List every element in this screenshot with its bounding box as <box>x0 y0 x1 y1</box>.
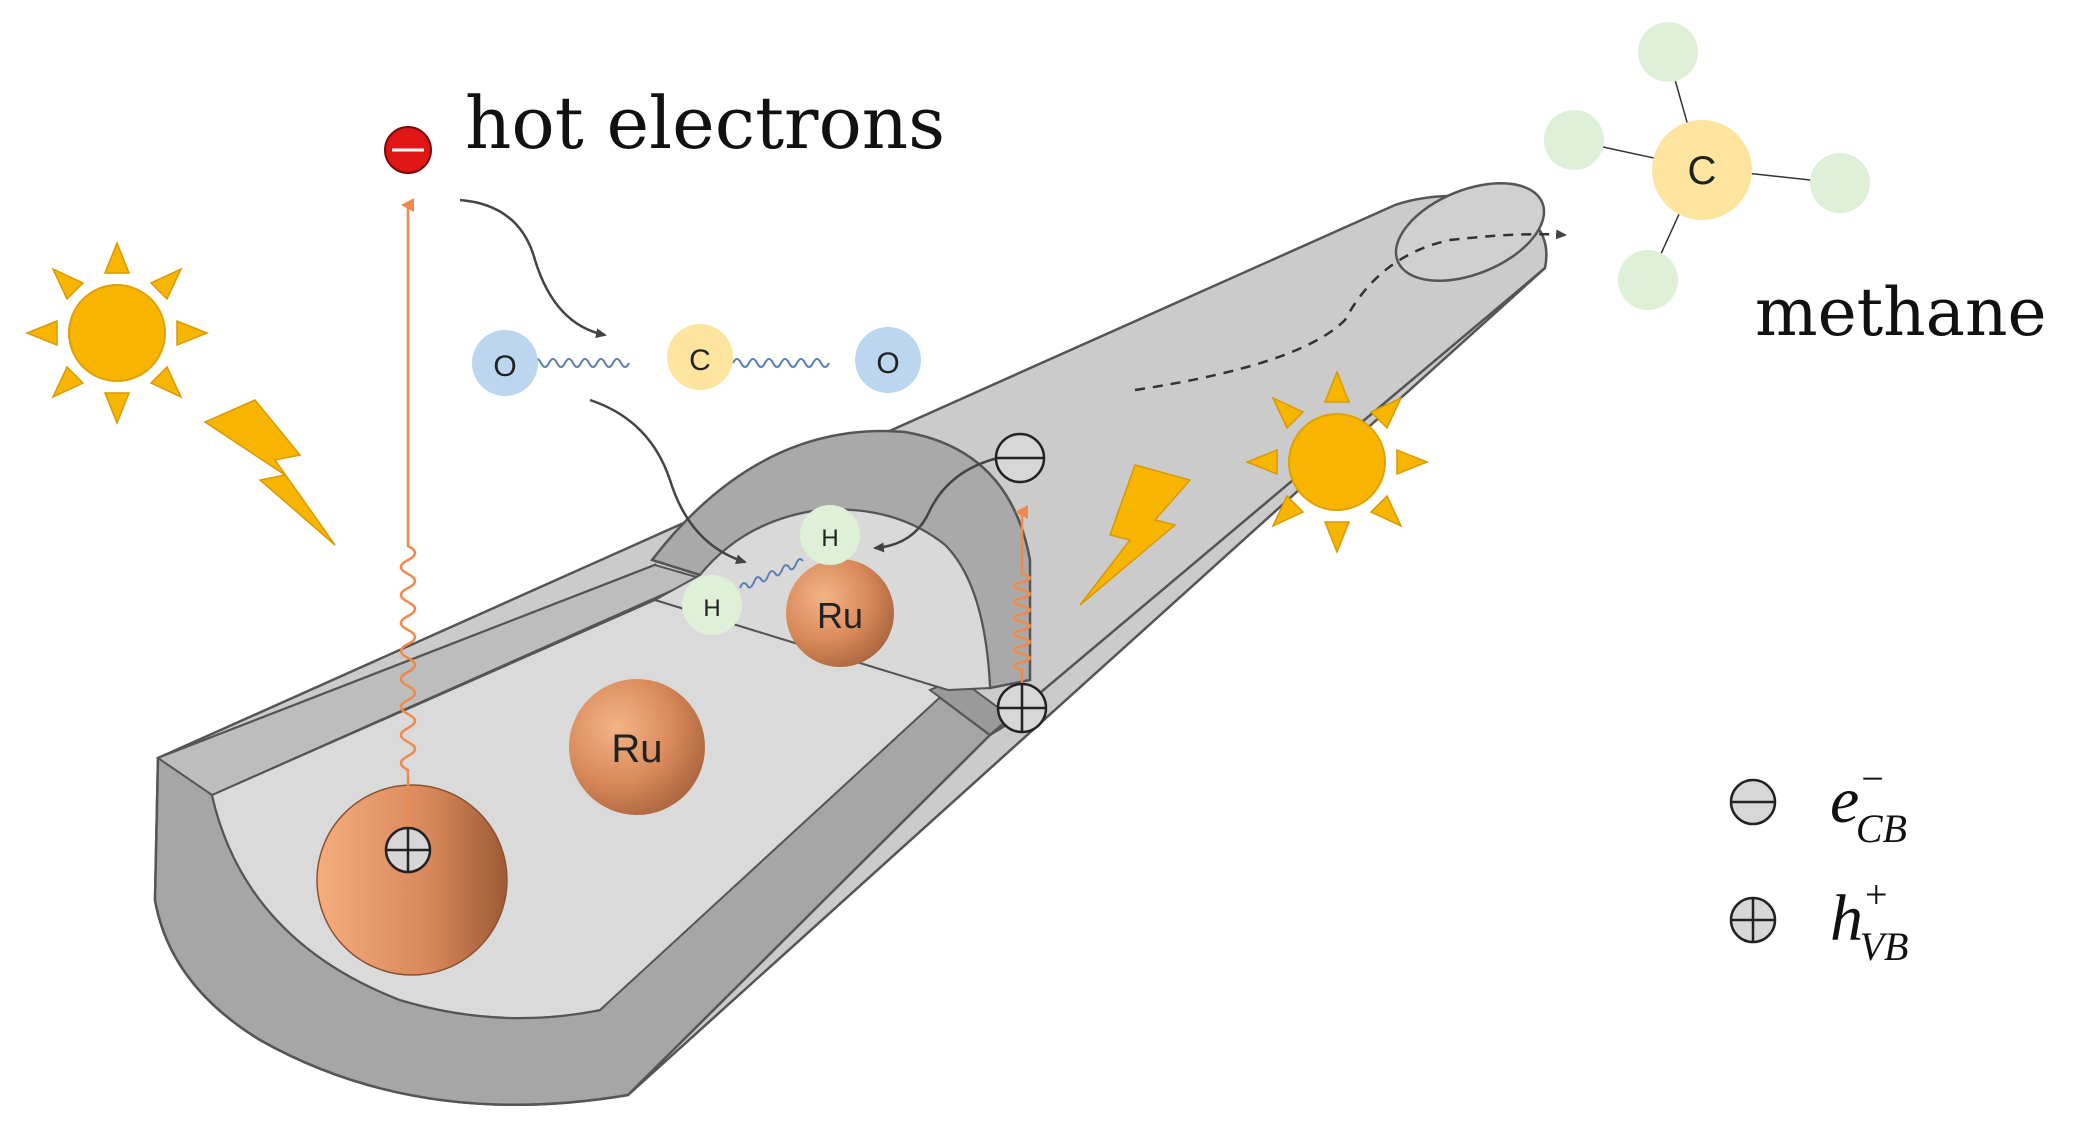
sun-icon-left <box>24 240 210 426</box>
electron-to-hydrogen-arrow <box>873 456 999 553</box>
legend-electron-symbol <box>1729 778 1777 826</box>
ru-inner-label: Ru <box>817 595 863 636</box>
co2-bond-left <box>532 358 630 368</box>
co2-to-hydrogen-arrow <box>589 398 747 565</box>
methane-hydrogen-bottom <box>1618 250 1678 310</box>
electron-symbol-wall <box>994 432 1046 484</box>
svg-text:O: O <box>493 350 516 383</box>
hot-electron <box>384 126 432 174</box>
legend-electron-label: e−CB <box>1830 756 1907 851</box>
ru-nanoparticle-middle: Ru <box>569 679 705 815</box>
legend: e−CB h+VB <box>1729 756 1908 969</box>
diffusion-dashed-path <box>1134 229 1567 392</box>
nanotube-bottom-edge <box>989 267 1546 736</box>
ru-nanoparticle-large <box>316 784 508 976</box>
nanotube-end-cap <box>1394 182 1546 282</box>
svg-text:H: H <box>821 525 838 552</box>
hydrogen-atom-left: H <box>682 575 742 635</box>
h2-bond <box>739 558 804 589</box>
hole-symbol-wall <box>996 682 1048 734</box>
svg-text:C: C <box>689 344 711 377</box>
electron-transfer-arrow <box>459 198 607 339</box>
methane-molecule: C <box>1544 22 1870 310</box>
h2-molecule: H H <box>682 505 860 635</box>
oxygen-atom-right: O <box>855 327 921 393</box>
svg-text:H: H <box>703 595 720 622</box>
methane-hydrogen-right <box>1810 153 1870 213</box>
methane-carbon-atom <box>1652 120 1752 220</box>
sun-icon-right <box>1244 369 1430 555</box>
oxygen-atom-left: O <box>472 330 538 396</box>
photon-wave-left <box>399 198 417 826</box>
hydrogen-atom-right: H <box>800 505 860 565</box>
co2-molecule: O C O <box>472 324 921 396</box>
methane-hydrogen-left <box>1544 110 1604 170</box>
co2-bond-right <box>732 358 830 368</box>
ru-nanoparticle-inner: Ru <box>786 559 894 667</box>
legend-hole-symbol <box>1729 896 1777 944</box>
legend-hole-label: h+VB <box>1830 872 1908 969</box>
carbon-atom: C <box>667 324 733 390</box>
methane-hydrogen-top <box>1638 22 1698 82</box>
hot-electrons-label: hot electrons <box>465 81 945 165</box>
methane-label: methane <box>1755 274 2047 351</box>
svg-text:O: O <box>876 347 899 380</box>
photon-wave-wall <box>1012 505 1032 685</box>
methane-carbon-label: C <box>1688 149 1717 193</box>
lightning-icon-right <box>1079 464 1192 606</box>
ru-outer-label: Ru <box>611 727 662 771</box>
hole-symbol-on-ru <box>384 826 432 874</box>
lightning-icon-left <box>203 399 336 546</box>
